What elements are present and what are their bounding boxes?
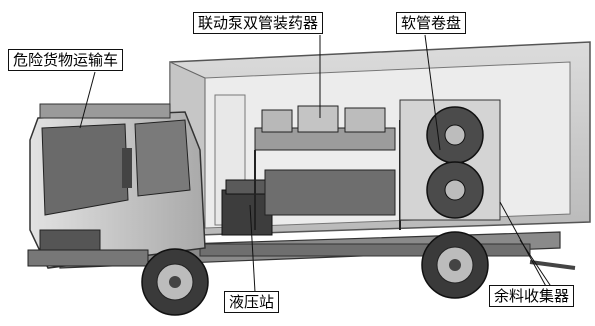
leader-hydraulic <box>249 204 256 293</box>
leader-lines <box>79 34 553 293</box>
label-pump: 联动泵双管装药器 <box>193 12 324 34</box>
label-collector: 余料收集器 <box>489 285 575 307</box>
label-truck: 危险货物运输车 <box>8 49 124 71</box>
leader-collector-2 <box>519 239 553 289</box>
pump-equipment <box>254 105 401 230</box>
leader-reel <box>424 34 441 151</box>
label-hydraulic: 液压站 <box>224 291 280 313</box>
rear-wheel <box>421 231 489 299</box>
hydraulic-station <box>221 179 273 236</box>
label-reel: 软管卷盘 <box>396 12 467 34</box>
hose-reels <box>399 99 501 221</box>
leader-truck <box>79 71 96 129</box>
truck-cab <box>27 103 206 269</box>
front-wheel <box>141 248 209 316</box>
